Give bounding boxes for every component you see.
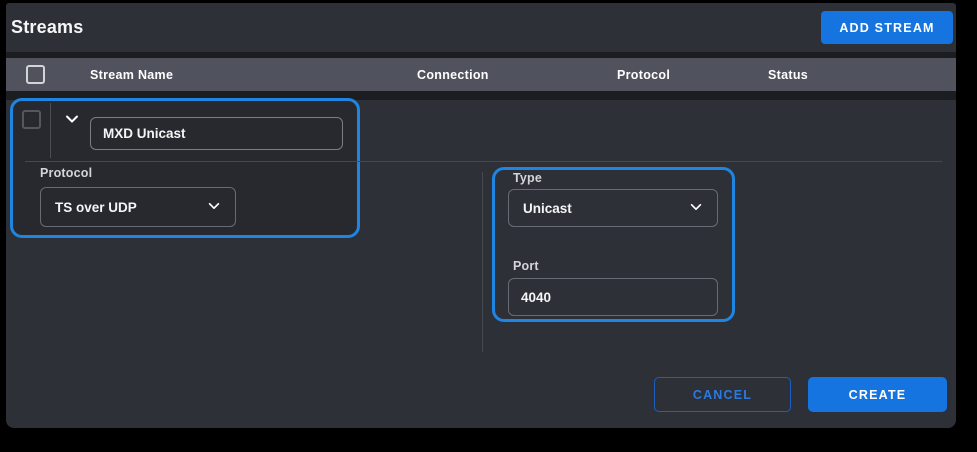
cancel-button[interactable]: CANCEL: [654, 377, 791, 412]
type-dropdown[interactable]: Unicast: [508, 189, 718, 227]
stream-editor: Protocol TS over UDP Type Unicast: [6, 98, 956, 428]
chevron-down-icon: [64, 111, 80, 130]
port-label: Port: [513, 259, 539, 273]
column-header-connection: Connection: [417, 68, 489, 82]
row-expander[interactable]: [61, 109, 83, 131]
chevron-down-icon: [689, 200, 703, 217]
separator-strip: [6, 52, 956, 58]
add-stream-button[interactable]: ADD STREAM: [821, 11, 953, 44]
type-port-highlight-outline: [492, 167, 735, 322]
protocol-dropdown-value: TS over UDP: [55, 199, 137, 215]
chevron-down-icon: [207, 199, 221, 216]
separator-strip: [6, 91, 956, 100]
type-label: Type: [513, 171, 543, 185]
type-dropdown-value: Unicast: [523, 200, 572, 216]
protocol-dropdown[interactable]: TS over UDP: [40, 187, 236, 227]
row-checkbox[interactable]: [22, 110, 41, 129]
streams-panel: Streams ADD STREAM Stream Name Connectio…: [6, 3, 956, 428]
column-header-protocol: Protocol: [617, 68, 671, 82]
create-button[interactable]: CREATE: [808, 377, 947, 412]
page-title: Streams: [11, 17, 84, 37]
port-input[interactable]: [508, 278, 718, 316]
column-header-status: Status: [768, 68, 809, 82]
vertical-divider: [482, 172, 483, 352]
protocol-label: Protocol: [40, 166, 93, 180]
title-bar: Streams ADD STREAM: [6, 3, 956, 52]
stream-name-input[interactable]: [90, 117, 343, 150]
select-all-checkbox[interactable]: [26, 65, 45, 84]
table-header-row: Stream Name Connection Protocol Status: [6, 58, 956, 91]
horizontal-divider: [25, 161, 942, 162]
row-separator: [50, 103, 51, 158]
column-header-stream-name: Stream Name: [90, 68, 174, 82]
